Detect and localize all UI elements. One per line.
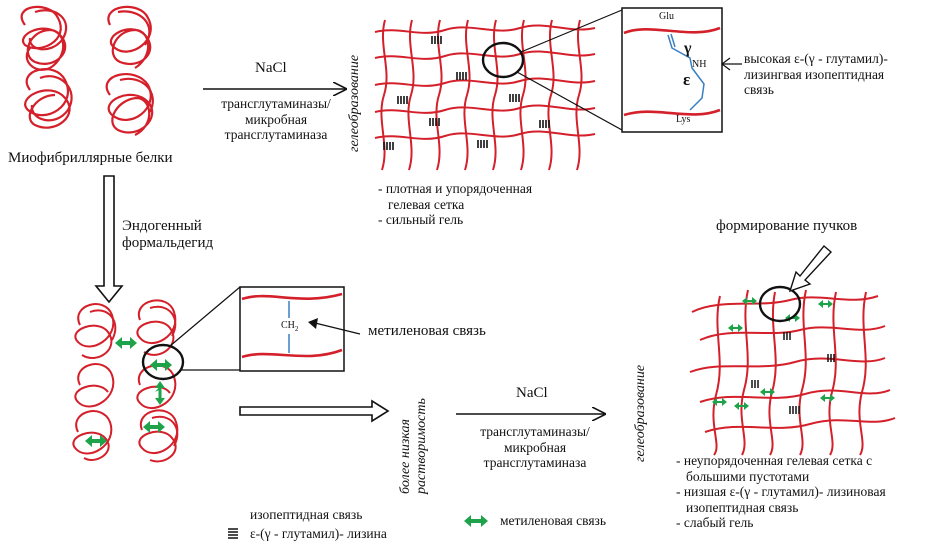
isopeptide-marks-top <box>383 36 550 150</box>
legend-isopeptide-symbol <box>228 528 238 539</box>
gel-bottom-note-3: - низшая ε-(γ - глутамил)- лизиновая <box>676 484 886 500</box>
gel-bottom-note-1: - неупорядоченная гелевая сетка с <box>676 453 873 468</box>
enzyme-bottom-line-1: трансглутаминазы/ <box>480 424 590 439</box>
nh-label: NH <box>692 59 707 70</box>
gel-top-notes: - плотная и упорядоченная гелевая сетка … <box>378 181 532 228</box>
gel-top-note-3: - сильный гель <box>378 212 464 228</box>
legend-isopeptide-line-2: ε-(γ - глутамил)- лизина <box>250 526 387 541</box>
enzyme-line-3: трансглутаминаза <box>224 127 328 143</box>
glu-label: Glu <box>659 11 674 22</box>
legend-isopeptide-line-1: изопептидная связь <box>250 507 363 522</box>
methylene-links-mid <box>85 337 172 447</box>
gel-bottom-note-4: изопептидная связь <box>686 499 799 515</box>
formaldehyde-line-2: формальдегид <box>122 235 214 252</box>
gel-top-note-1: - плотная и упорядоченная <box>378 181 533 196</box>
protein-label: Миофибриллярные белки <box>8 150 173 166</box>
inset-top-callout: высокая ε-(γ - глутамил)- лизингвая изоп… <box>744 51 888 98</box>
bundle-arrow <box>788 244 833 293</box>
formaldehyde-line-1: Эндогенный <box>122 218 202 234</box>
solubility-line-2: растворимость <box>414 398 430 494</box>
gel-bottom-notes: - неупорядоченная гелевая сетка с больши… <box>676 453 886 531</box>
callout-top-line-3: связь <box>744 82 774 98</box>
arrow-right-hollow <box>239 399 390 423</box>
bundle-label: формирование пучков <box>716 218 858 234</box>
enzyme-line-1: трансглутаминазы/ <box>221 96 331 111</box>
zoom-circle-mid <box>141 343 185 381</box>
legend-methylene-label: метиленовая связь <box>500 513 607 528</box>
enzyme-bottom-line-3: трансглутаминаза <box>483 455 587 471</box>
solubility-line-1: более низкая <box>398 418 413 494</box>
enzyme-label-bottom: трансглутаминазы/ микробная трансглутами… <box>455 424 615 471</box>
isopeptide-marks-bottom <box>751 332 835 414</box>
nacl-label-top: NaCl <box>255 60 287 76</box>
bundle-circle <box>758 285 802 323</box>
formaldehyde-label: Эндогенный формальдегид <box>122 218 213 253</box>
ch2-label: CH2 <box>281 320 298 333</box>
callout-top-line-1: высокая ε-(γ - глутамил)- <box>744 51 888 66</box>
gelation-label-top: гелеобразование <box>347 54 362 152</box>
gel-bottom-note-2: большими пустотами <box>686 468 810 484</box>
methylene-callout: метиленовая связь <box>368 323 486 339</box>
arrow-down-hollow <box>94 175 124 304</box>
epsilon-label: ε <box>683 70 691 89</box>
lys-label: Lys <box>676 114 691 125</box>
ch2-text: CH <box>281 320 295 331</box>
enzyme-bottom-line-2: микробная <box>503 439 567 455</box>
callout-top-line-2: лизингвая изопептидная <box>744 66 885 82</box>
gel-top-note-2: гелевая сетка <box>388 196 465 212</box>
protein-coils-top <box>20 5 154 136</box>
legend-methylene-symbol <box>464 515 488 527</box>
nacl-label-bottom: NaCl <box>516 385 548 401</box>
enzyme-label-top: трансглутаминазы/ микробная трансглутами… <box>196 96 356 143</box>
enzyme-line-2: микробная <box>244 111 308 127</box>
gel-network-bottom <box>689 289 896 456</box>
ch2-subscript: 2 <box>294 325 299 333</box>
inset-mid-box <box>239 286 345 372</box>
gelation-label-bottom: гелеобразование <box>633 364 648 462</box>
solubility-label: более низкая растворимость <box>398 398 430 494</box>
zoom-circle-top <box>481 41 525 79</box>
gamma-label: γ <box>684 40 692 57</box>
protein-coils-mid <box>72 299 179 463</box>
gel-network-top <box>374 19 596 171</box>
gel-bottom-note-5: - слабый гель <box>676 515 754 531</box>
